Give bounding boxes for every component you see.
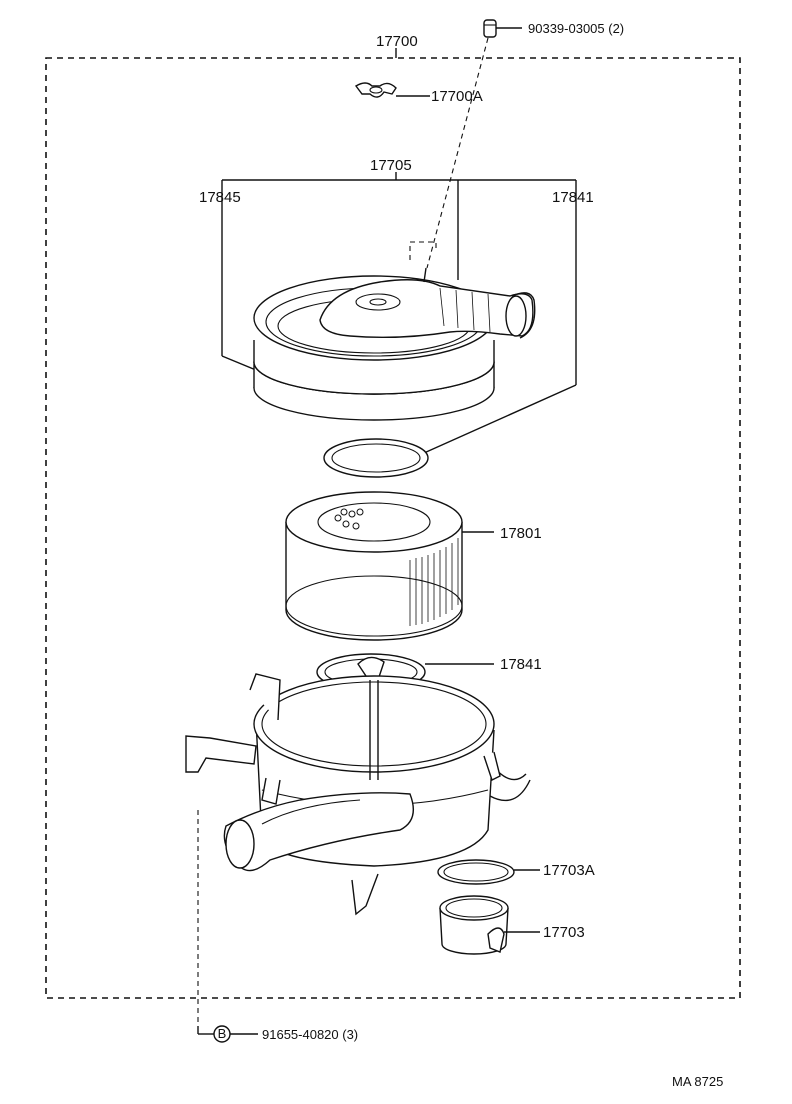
hose-gasket-part — [437, 859, 540, 885]
bolt-leader — [197, 810, 258, 1043]
label-lower-gasket: 17841 — [500, 656, 542, 673]
label-screw: 90339-03005 (2) — [528, 21, 624, 36]
screw-part — [426, 19, 522, 269]
cap-gasket-part — [323, 438, 429, 478]
wing-nut-part — [354, 82, 430, 98]
label-hose-gasket: 17703A — [543, 862, 595, 879]
label-cap: 17845 — [199, 189, 241, 206]
label-cap-gasket: 17841 — [552, 189, 594, 206]
label-cap-subassembly: 17705 — [370, 157, 412, 174]
label-hose: 17703 — [543, 924, 585, 941]
cap-subassembly-bracket — [221, 172, 577, 454]
assembly-frame — [45, 57, 741, 999]
label-assembly: 17700 — [376, 33, 418, 50]
hose-part — [439, 895, 540, 955]
air-cleaner-case-part — [185, 673, 531, 916]
label-bolt-marker: B — [218, 1026, 227, 1041]
label-diagram-code: MA 8725 — [672, 1074, 723, 1089]
filter-element-part — [285, 491, 494, 641]
air-cleaner-cap-part — [253, 267, 536, 421]
label-wing-nut: 17700A — [431, 88, 483, 105]
label-bolt: 91655-40820 (3) — [262, 1027, 358, 1042]
label-element: 17801 — [500, 525, 542, 542]
